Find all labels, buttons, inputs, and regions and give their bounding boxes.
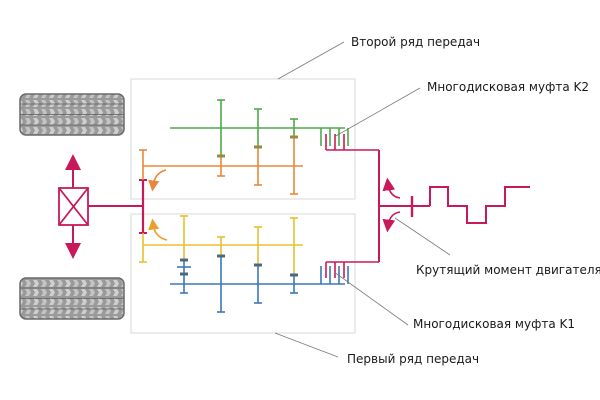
- first-row-torque-arrow: [148, 218, 168, 241]
- second-gear-row-box: [130, 78, 356, 200]
- second-row-torque-arrow: [148, 169, 167, 192]
- tire-top: [19, 93, 125, 136]
- leader-engine-torque: [394, 217, 451, 256]
- label-second-gear-row: Второй ряд передач: [351, 35, 481, 49]
- first-row-gear-hubs: [180, 254, 298, 277]
- leader-first-gear-row: [274, 332, 339, 358]
- first-row-output-shaft: [139, 215, 303, 275]
- label-clutch-k2: Многодисковая муфта K2: [427, 80, 590, 94]
- clutch-k2: [320, 128, 379, 151]
- label-clutch-k1: Многодисковая муфта K1: [413, 317, 576, 331]
- engine-torque-waveform: [429, 186, 530, 224]
- second-row-gear-hubs: [217, 135, 298, 158]
- label-first-gear-row: Первый ряд передач: [347, 352, 480, 366]
- tire-bottom: [19, 277, 125, 320]
- label-engine-torque: Крутящий момент двигателя: [416, 263, 600, 277]
- second-row-input-shaft: [170, 99, 345, 156]
- first-gear-row-box: [130, 213, 356, 334]
- first-row-input-shaft: [170, 256, 345, 313]
- torque-split-arrow-up: [382, 177, 401, 199]
- second-row-output-shaft: [139, 137, 303, 195]
- torque-split-arrow-down: [382, 211, 401, 233]
- clutch-k1: [320, 261, 379, 284]
- leader-clutch-k2: [333, 87, 421, 138]
- leader-second-gear-row: [277, 41, 345, 80]
- leader-clutch-k1: [333, 271, 409, 326]
- engine-input-shaft: [378, 150, 430, 262]
- differential: [58, 187, 89, 226]
